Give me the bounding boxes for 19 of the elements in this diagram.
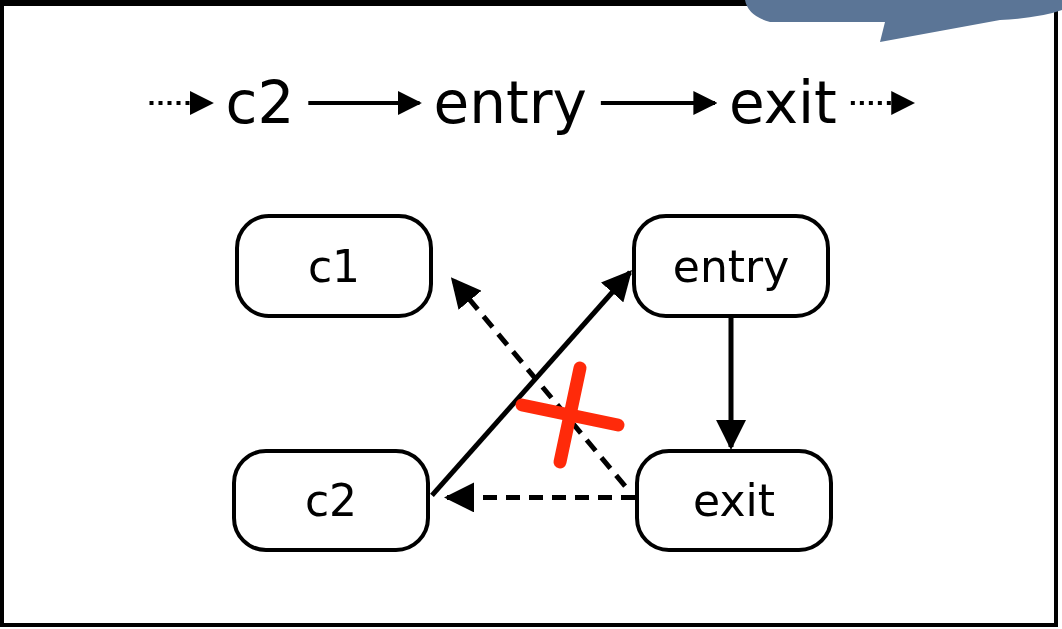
state-label: entry [672,240,790,292]
state-box [632,214,830,318]
arrow [149,91,214,115]
state-box [232,449,430,552]
arrow [716,318,746,450]
state-label: exit [693,475,775,526]
flow-text: exit [729,68,837,138]
arrow [308,91,422,115]
arrow [444,482,635,513]
arrow [600,91,718,115]
flow-text: c2 [225,68,295,138]
flow-text: entry [433,68,587,138]
arrow [450,277,628,488]
state-label: c1 [307,240,361,292]
arrow [850,91,916,115]
state-box [635,449,833,552]
state-label: c2 [304,475,358,526]
state-box [235,214,433,318]
arrow [430,270,632,497]
